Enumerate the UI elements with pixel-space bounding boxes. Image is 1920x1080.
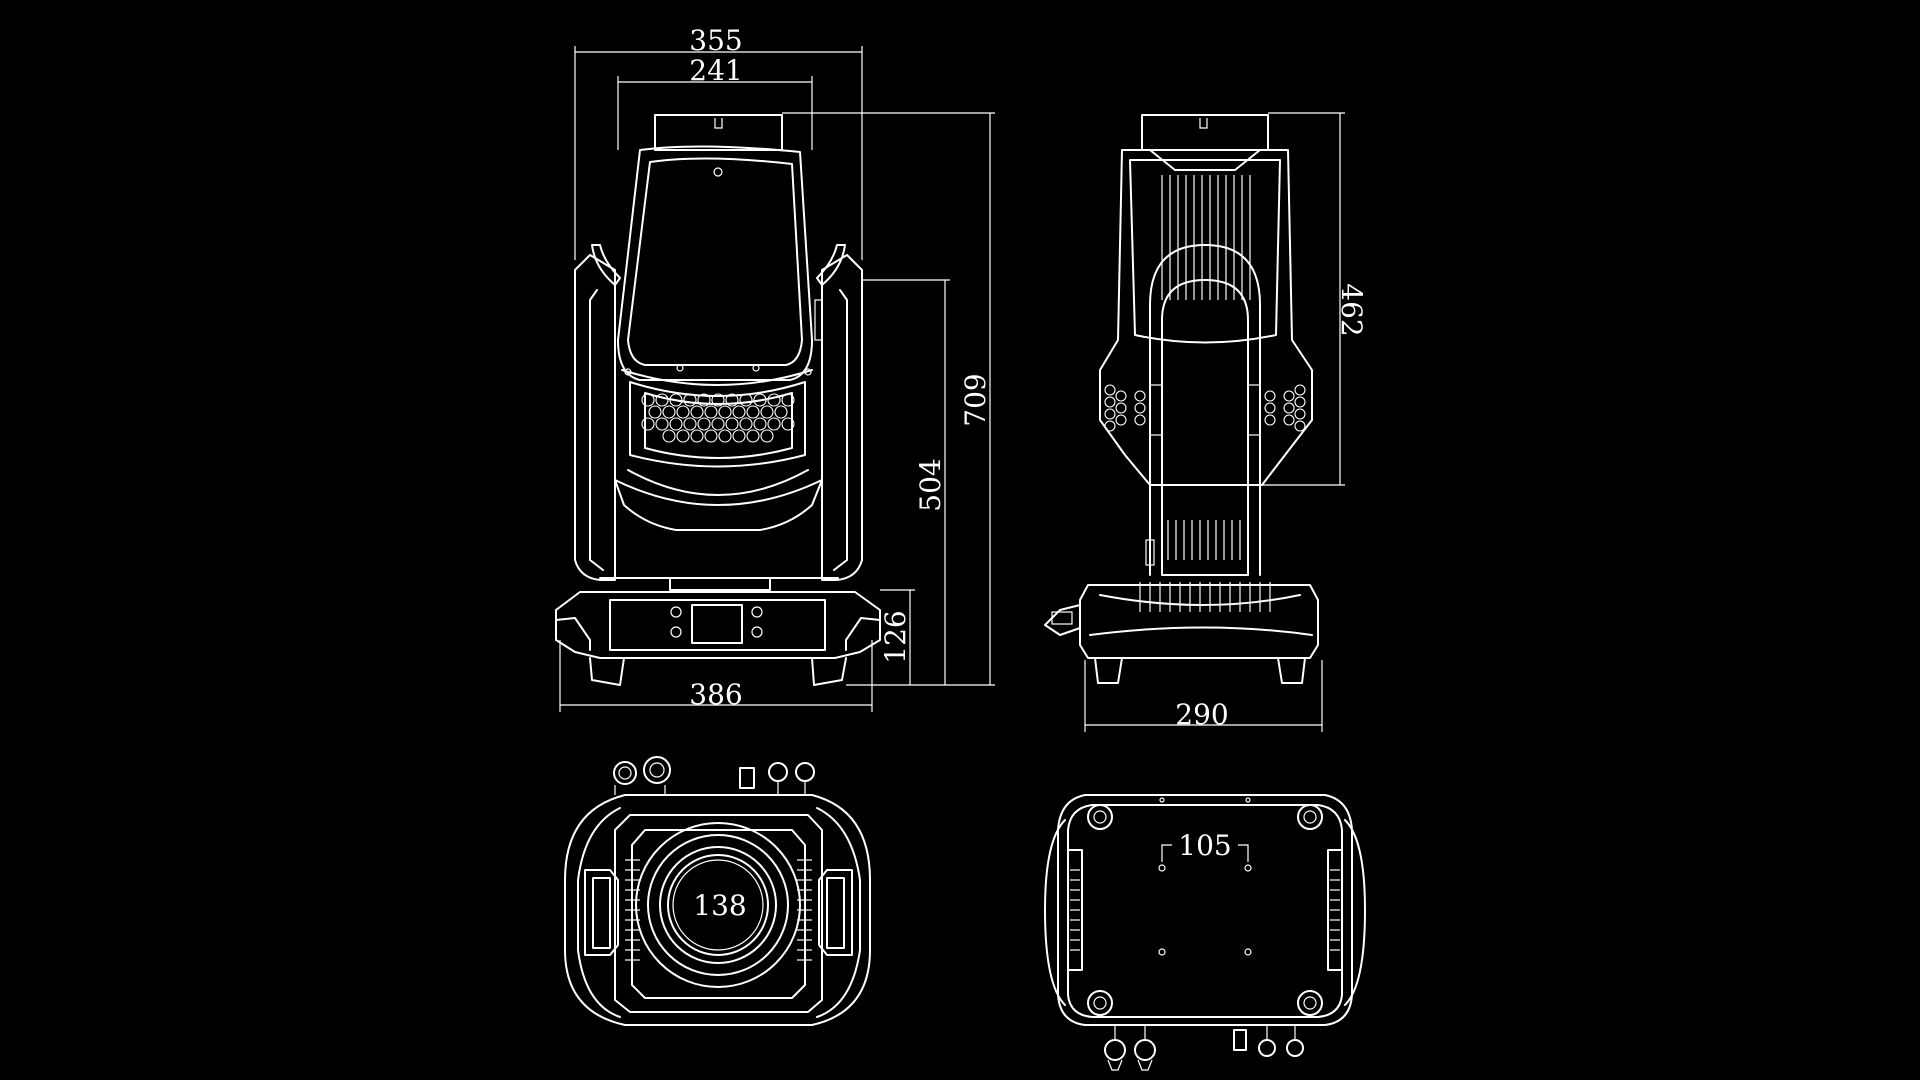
front-view: 355 241 386 709 504 126: [555, 24, 995, 712]
dim-base-height: 126: [879, 610, 912, 663]
dim-mount-spacing: 105: [1178, 829, 1231, 862]
dim-base-depth: 290: [1175, 698, 1228, 731]
dim-head-height: 462: [1335, 283, 1368, 336]
dim-overall-width: 355: [689, 24, 742, 57]
feet: [1087, 804, 1323, 1016]
dim-lens-diameter: 138: [693, 889, 746, 922]
led-array-front: [641, 393, 795, 443]
dim-total-height: 709: [959, 373, 992, 426]
heat-sink-fins: [1161, 175, 1251, 300]
side-view: 462 290: [1044, 112, 1368, 732]
front-dimensions: [559, 46, 995, 712]
mount-holes: [1158, 797, 1252, 956]
top-side-fins: [625, 859, 812, 961]
base-fins: [1139, 582, 1271, 612]
top-view: 138: [564, 756, 871, 1026]
dim-yoke-height: 504: [914, 458, 947, 511]
side-dimensions: [1084, 112, 1345, 732]
bottom-view: 105: [1044, 794, 1366, 1071]
bottom-connectors: [1104, 1025, 1304, 1071]
side-led-right: [1247, 384, 1306, 436]
bottom-side-fins: [1070, 869, 1340, 951]
dim-base-width: 386: [689, 678, 742, 711]
top-connectors: [613, 756, 815, 795]
dim-head-width: 241: [689, 54, 742, 87]
side-led-left: [1104, 384, 1163, 436]
neck-fins: [1167, 520, 1241, 560]
